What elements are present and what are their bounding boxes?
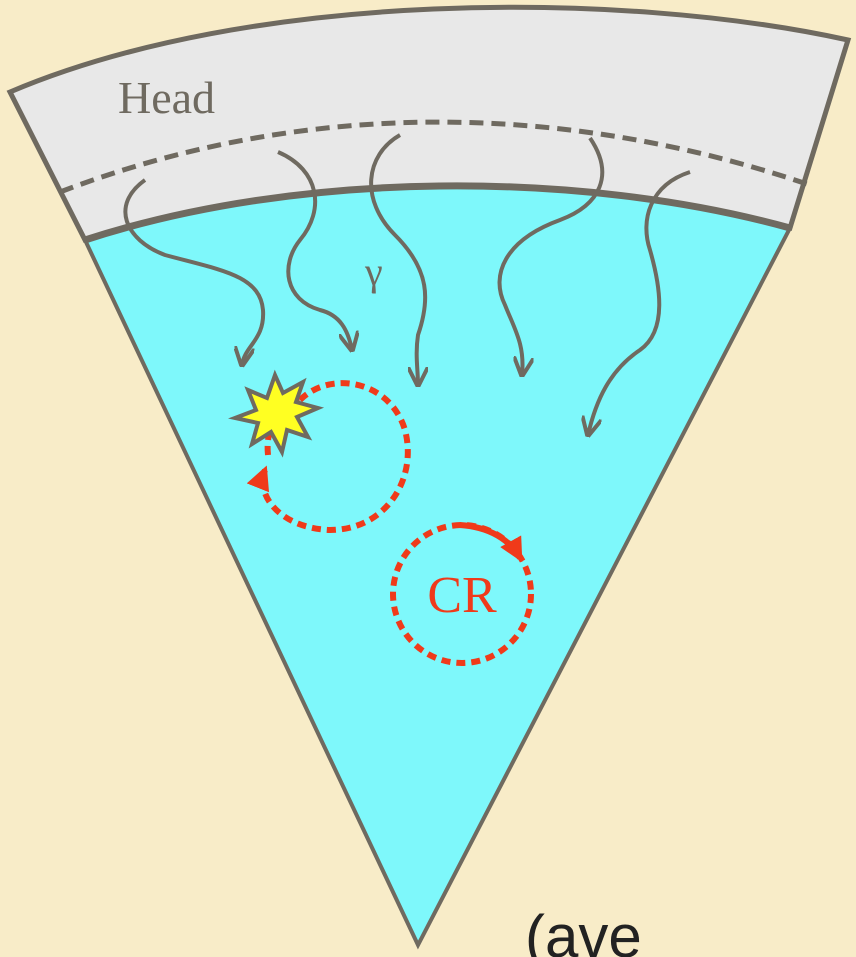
gamma-label: γ [364, 249, 383, 294]
footer-text-fragment: (ave [525, 903, 642, 957]
cr-label: CR [427, 567, 497, 624]
head-label: Head [118, 72, 215, 123]
detector-cone [85, 186, 790, 945]
